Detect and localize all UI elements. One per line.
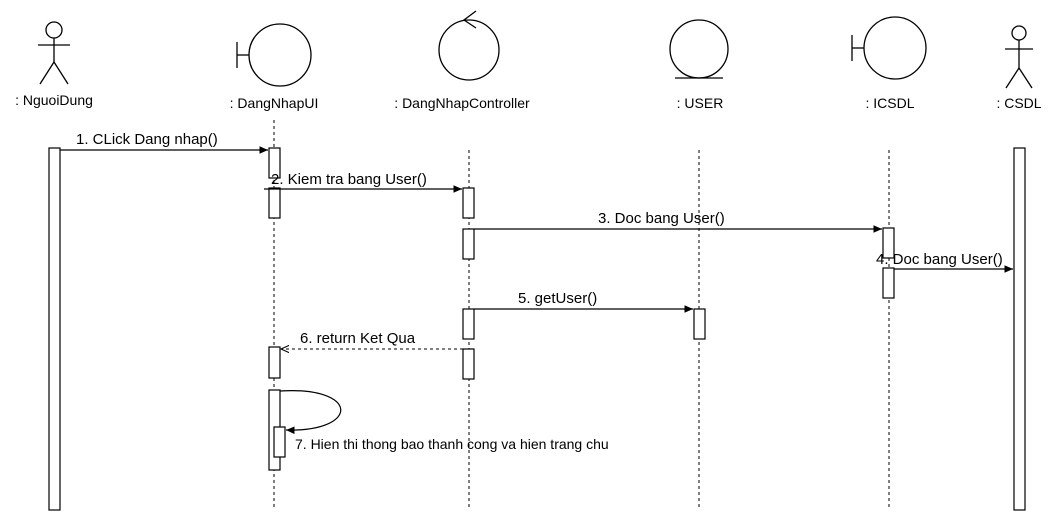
- actor-csdl-icon: [1005, 25, 1033, 89]
- participant-label-controller: : DangNhapController: [394, 95, 530, 111]
- activation-csdl: [1013, 147, 1026, 511]
- boundary-dangnhapui-icon: [236, 23, 312, 87]
- boundary-icsdl-icon: [851, 16, 927, 80]
- participant-label-user: : USER: [677, 95, 724, 111]
- message-5-label: 5. getUser(): [518, 290, 597, 307]
- control-dangnhapcontroller-icon: [438, 10, 500, 81]
- activation-controller-3: [462, 308, 475, 340]
- activation-user: [693, 308, 706, 340]
- participant-label-dangnhapui: : DangNhapUI: [230, 95, 319, 111]
- activation-dangnhapui-5: [273, 426, 286, 458]
- activation-controller-4: [462, 348, 475, 380]
- message-3-label: 3. Doc bang User(): [598, 210, 725, 227]
- entity-user-icon: [669, 19, 729, 79]
- message-2-label: 2. Kiem tra bang User(): [271, 171, 427, 188]
- participant-label-icsdl: : ICSDL: [865, 95, 914, 111]
- participant-label-csdl: : CSDL: [996, 95, 1041, 111]
- activation-dangnhapui-1: [268, 147, 281, 179]
- message-1-label: 1. CLick Dang nhap(): [76, 131, 218, 148]
- activation-dangnhapui-3: [268, 346, 281, 379]
- message-7-label: 7. Hien thi thong bao thanh cong va hien…: [295, 436, 609, 452]
- activation-icsdl-2: [882, 267, 895, 299]
- activation-controller-2: [462, 228, 475, 260]
- participant-label-nguoidung: : NguoiDung: [15, 92, 93, 108]
- actor-nguoidung-icon: [38, 21, 70, 85]
- activation-icsdl-1: [882, 227, 895, 259]
- message-4-label: 4. Doc bang User(): [876, 251, 1003, 268]
- message-7-arrow: [279, 390, 342, 435]
- activation-dangnhapui-2: [268, 187, 281, 219]
- activation-controller-1: [462, 187, 475, 219]
- activation-nguoidung: [48, 147, 61, 511]
- message-6-label: 6. return Ket Qua: [300, 330, 416, 347]
